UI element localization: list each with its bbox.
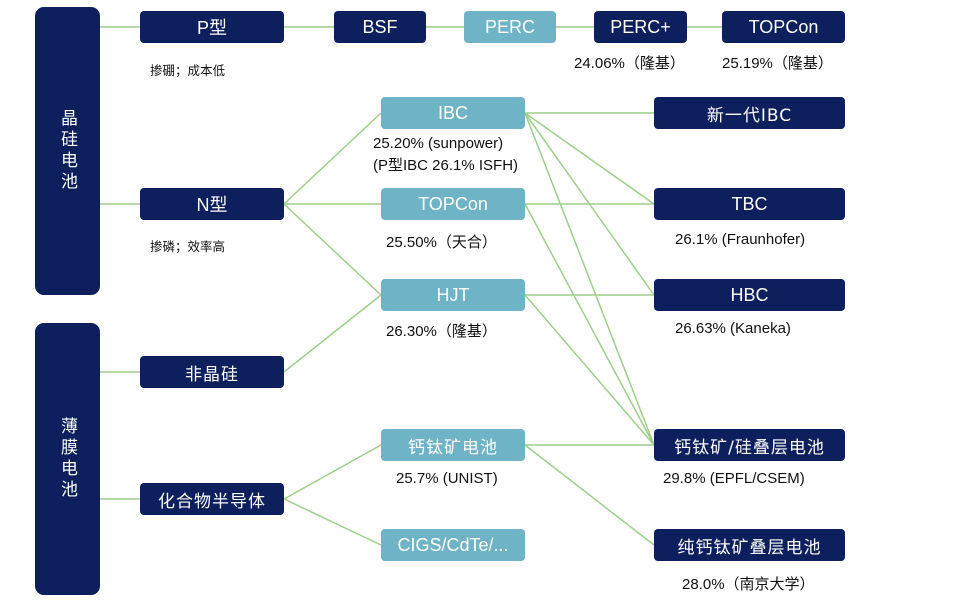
node-perc-plus-label: PERC+ [610, 16, 671, 37]
node-cigs-cdte: CIGS/CdTe/... [381, 529, 525, 561]
eff-perovskite: 25.7% (UNIST) [396, 470, 498, 487]
node-perovskite: 钙钛矿电池 [381, 429, 525, 461]
node-topcon-p-label: TOPCon [748, 16, 819, 37]
node-cigs-label: CIGS/CdTe/... [397, 534, 509, 555]
node-perovskite-label: 钙钛矿电池 [408, 437, 498, 458]
node-bsf: BSF [334, 11, 426, 43]
node-all-perovskite-tandem: 纯钙钛矿叠层电池 [654, 529, 845, 561]
node-perc-label: PERC [484, 16, 535, 37]
note-p-type: 掺硼；成本低 [150, 63, 226, 78]
eff-hjt: 26.30%（隆基） [386, 323, 497, 340]
node-n-type-label: N型 [196, 195, 228, 215]
node-all-perovskite-label: 纯钙钛矿叠层电池 [677, 537, 822, 558]
node-perc: PERC [464, 11, 556, 43]
category-crystalline-label: 晶硅电池 [57, 109, 77, 193]
node-hjt-label: HJT [436, 284, 470, 305]
category-thin-film: 薄膜电池 [35, 323, 100, 595]
node-ibc: IBC [381, 97, 525, 129]
node-hbc-label: HBC [730, 284, 769, 305]
note-n-type: 掺磷；效率高 [150, 239, 226, 254]
eff-tbc: 26.1% (Fraunhofer) [675, 231, 806, 248]
node-topcon-n-label: TOPCon [418, 193, 488, 214]
node-p-type-label: P型 [196, 18, 227, 38]
eff-topcon-p: 25.19%（隆基） [722, 55, 833, 72]
node-perovskite-silicon-tandem: 钙钛矿/硅叠层电池 [654, 429, 845, 461]
node-bsf-label: BSF [362, 16, 398, 37]
node-ibc-label: IBC [437, 102, 468, 123]
node-compound-label: 化合物半导体 [158, 491, 266, 512]
eff-ibc-p-type: (P型IBC 26.1% ISFH) [373, 157, 519, 174]
node-topcon-p: TOPCon [722, 11, 845, 43]
node-amorphous-label: 非晶硅 [185, 364, 239, 385]
node-n-type: N型 [140, 188, 284, 220]
node-compound-semiconductor: 化合物半导体 [140, 483, 284, 515]
node-hbc: HBC [654, 279, 845, 311]
eff-all-perovskite: 28.0%（南京大学） [682, 576, 815, 593]
category-thin-film-label: 薄膜电池 [57, 417, 77, 501]
node-new-ibc-label: 新一代IBC [706, 105, 793, 126]
node-hjt: HJT [381, 279, 525, 311]
node-tbc-label: TBC [731, 193, 768, 214]
node-amorphous-silicon: 非晶硅 [140, 356, 284, 388]
eff-topcon-n: 25.50%（天合） [386, 234, 497, 251]
node-new-ibc: 新一代IBC [654, 97, 845, 129]
eff-hbc: 26.63% (Kaneka) [675, 320, 791, 337]
node-perc-plus: PERC+ [594, 11, 687, 43]
eff-ibc: 25.20% (sunpower) [373, 135, 504, 152]
category-crystalline-silicon: 晶硅电池 [35, 7, 100, 295]
eff-perc-plus: 24.06%（隆基） [574, 55, 685, 72]
node-p-type: P型 [140, 11, 284, 43]
node-tandem-label: 钙钛矿/硅叠层电池 [674, 437, 825, 458]
eff-tandem: 29.8% (EPFL/CSEM) [663, 470, 805, 487]
node-tbc: TBC [654, 188, 845, 220]
node-topcon-n: TOPCon [381, 188, 525, 220]
